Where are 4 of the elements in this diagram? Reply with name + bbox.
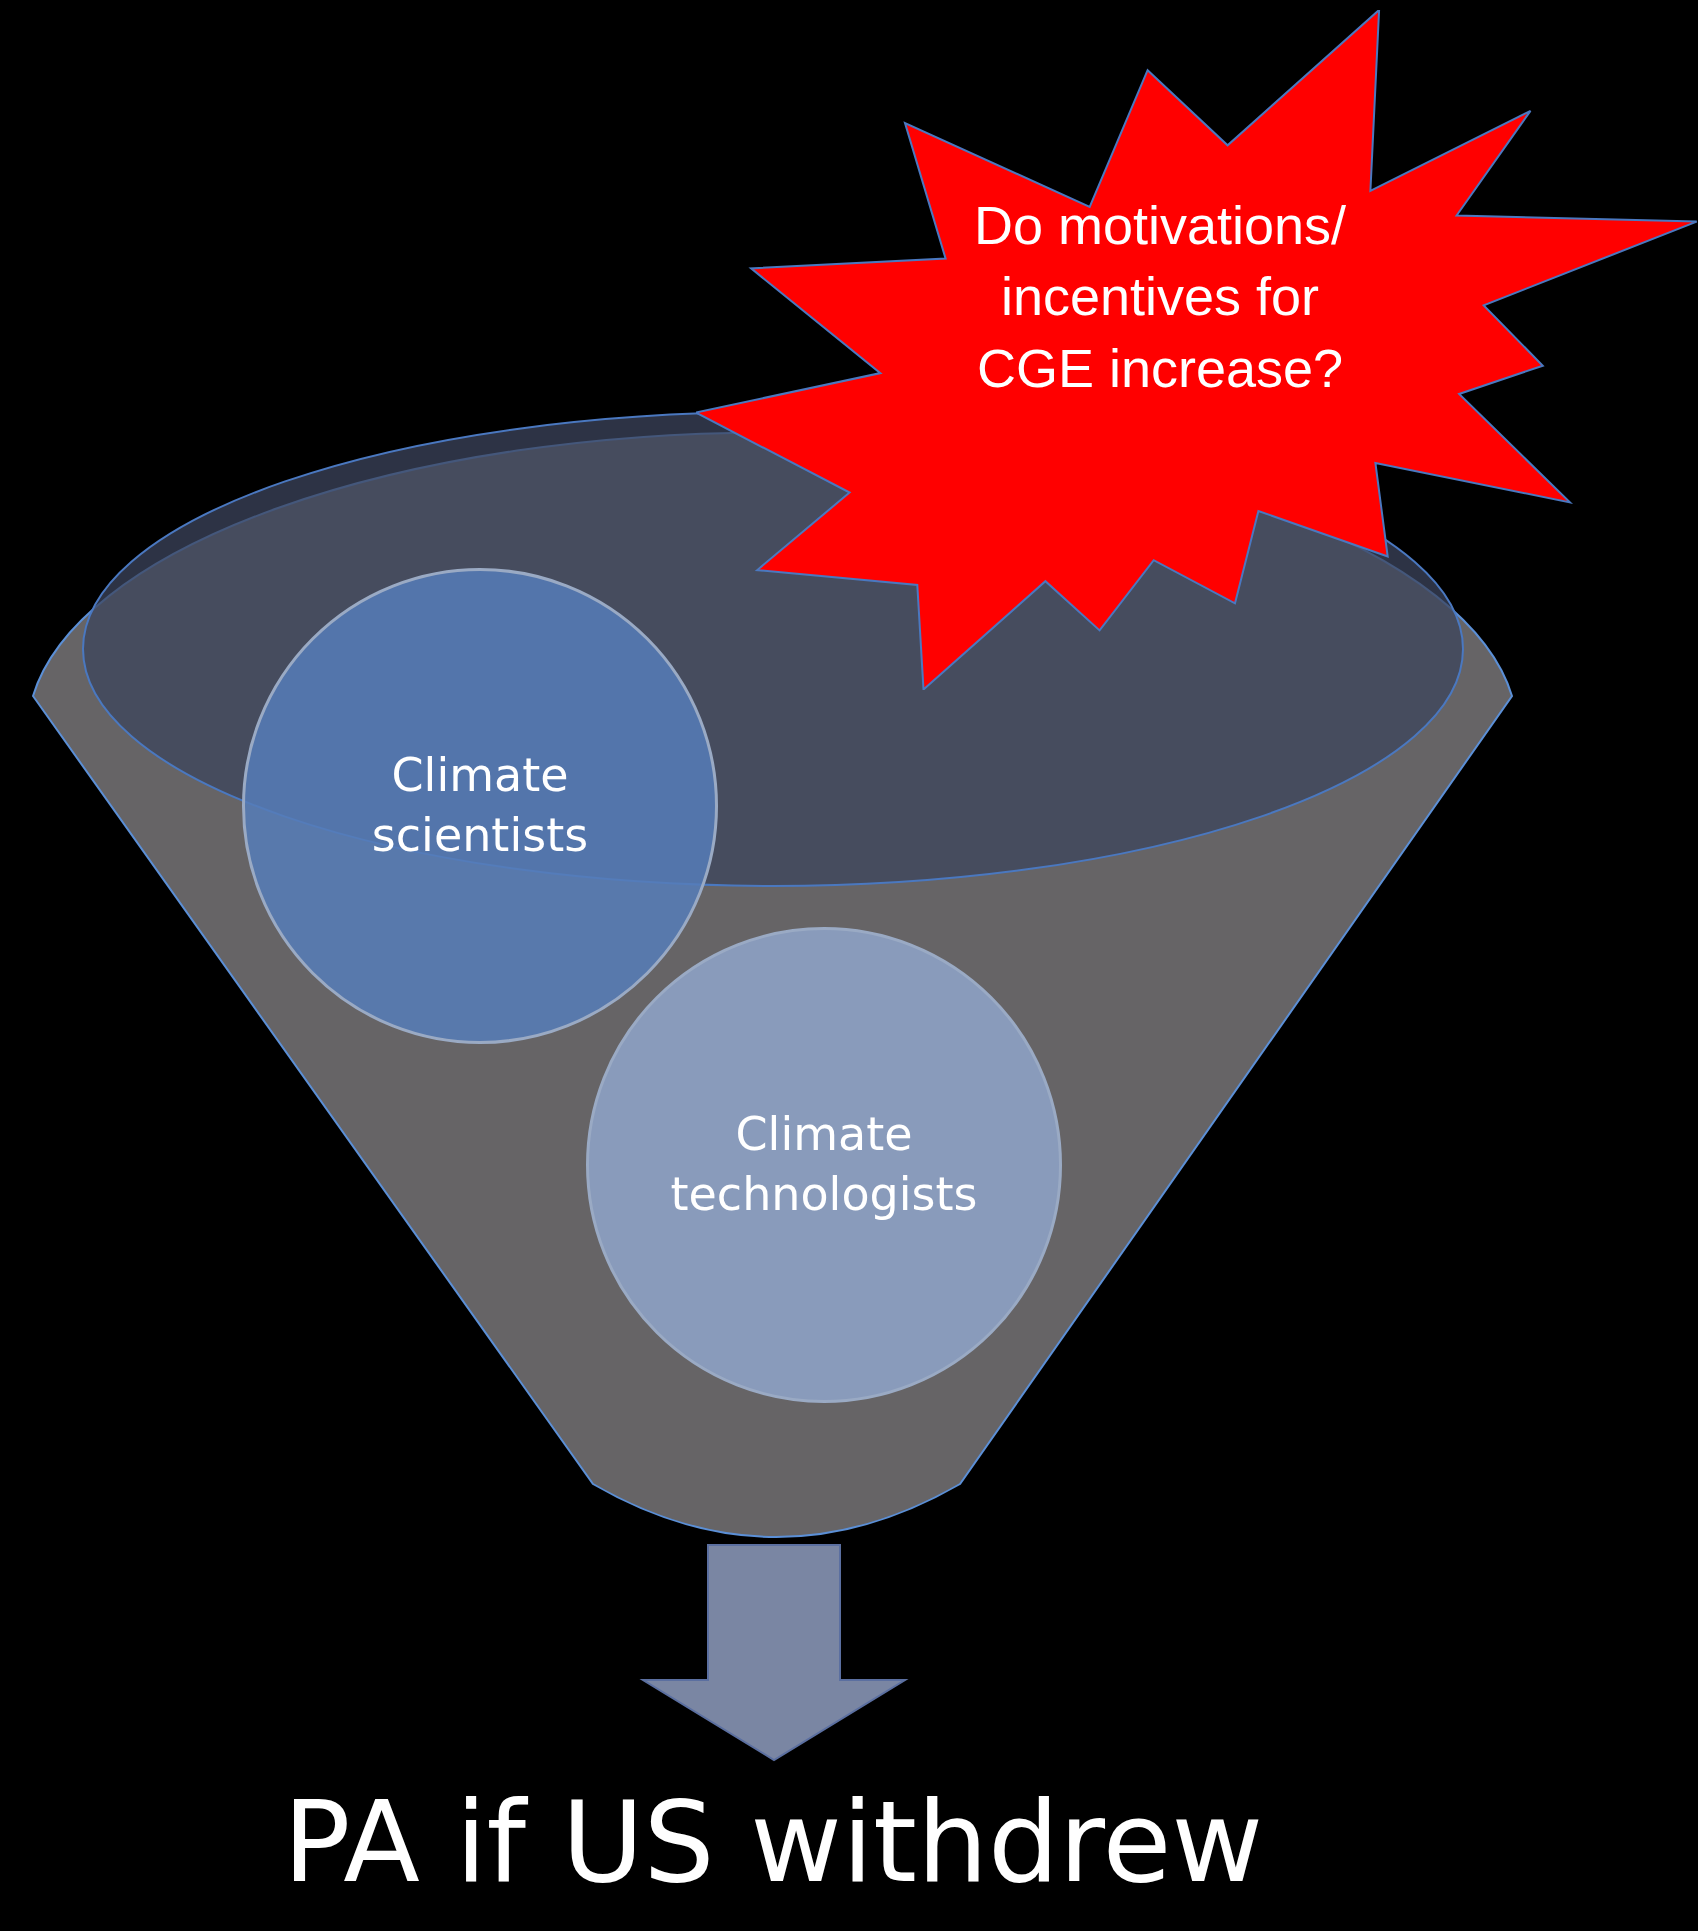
callout-text: Do motivations/ incentives for CGE increase? — [972, 194, 1348, 400]
block-arrow — [639, 1544, 909, 1762]
starburst-callout — [696, 10, 1698, 690]
result-text: PA if US withdrew — [150, 1762, 1396, 1922]
